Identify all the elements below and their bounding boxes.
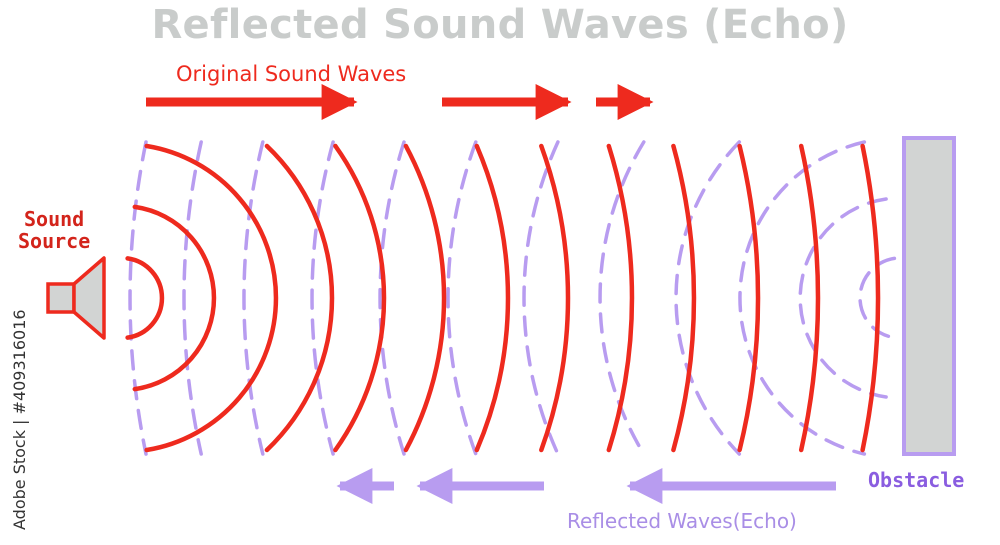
speaker-icon bbox=[46, 256, 106, 340]
reflected-wavefront bbox=[598, 140, 646, 456]
reflected-waves-label: Reflected Waves(Echo) bbox=[567, 509, 797, 533]
reflected-wavefront bbox=[310, 140, 335, 456]
watermark: Adobe Stock | #409316016 bbox=[10, 309, 29, 530]
original-wavefront bbox=[403, 143, 447, 453]
reflected-wavefront bbox=[522, 140, 560, 456]
original-wavefront bbox=[132, 204, 217, 392]
obstacle-label: Obstacle bbox=[868, 468, 965, 492]
original-wavefront bbox=[671, 143, 697, 453]
diagram-title: Reflected Sound Waves (Echo) bbox=[151, 2, 849, 48]
original-wavefront bbox=[333, 143, 387, 453]
sound-source-label-line1: Sound bbox=[24, 207, 85, 231]
reflected-wavefront bbox=[674, 140, 742, 456]
reflected-wavefront bbox=[446, 140, 478, 456]
original-wavefront bbox=[264, 143, 335, 453]
original-wavefront bbox=[606, 143, 635, 453]
reflected-wavefront bbox=[242, 140, 265, 456]
original-wavefront bbox=[474, 143, 511, 453]
original-wavefront bbox=[737, 143, 761, 453]
original-wavefront bbox=[539, 143, 571, 453]
sound-source-label-line2: Source bbox=[18, 229, 91, 253]
reflected-wavefront bbox=[378, 140, 406, 456]
reflected-wavefront bbox=[858, 256, 897, 340]
reflected-wavefront bbox=[128, 140, 148, 456]
original-wavefront bbox=[125, 256, 165, 340]
original-waves bbox=[125, 143, 881, 453]
reflected-wavefront bbox=[182, 140, 203, 456]
original-wavefront bbox=[860, 143, 881, 453]
obstacle-wall bbox=[902, 136, 956, 456]
sound-source-label: Sound Source bbox=[18, 208, 90, 252]
original-wavefront bbox=[798, 143, 821, 453]
reflected-waves bbox=[128, 140, 897, 456]
reflected-wavefront bbox=[798, 197, 888, 399]
original-waves-label: Original Sound Waves bbox=[176, 62, 407, 86]
original-wavefront bbox=[144, 143, 279, 453]
